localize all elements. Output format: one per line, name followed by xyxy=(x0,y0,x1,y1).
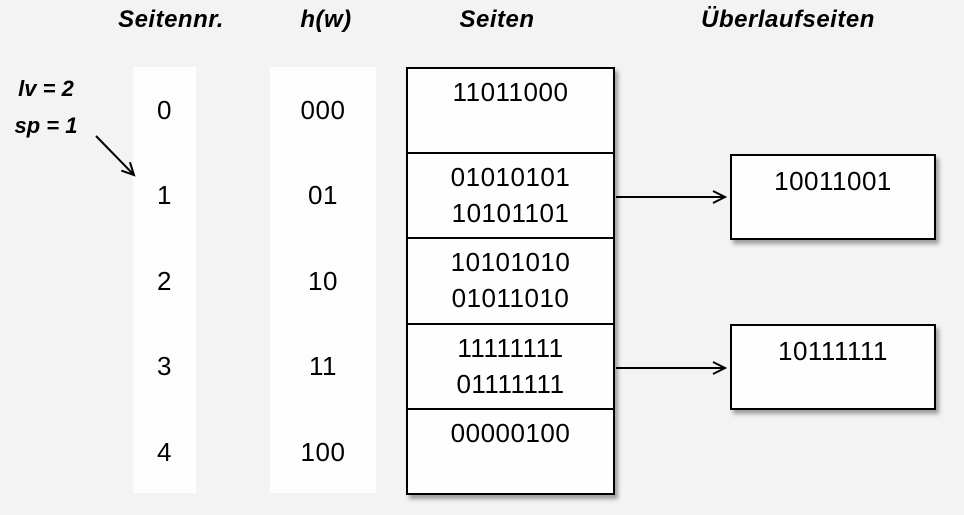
header-ueberlaufseiten: Überlaufseiten xyxy=(701,6,875,33)
page-entry: 01011010 xyxy=(451,283,570,314)
page-cell-3: 11111111 01111111 xyxy=(408,325,613,410)
pages-stack: 11011000 01010101 10101101 10101010 0101… xyxy=(406,67,615,495)
hash-value: 10 xyxy=(308,265,338,296)
page-cell-4: 00000100 xyxy=(408,410,613,493)
overflow-entry: 10011001 xyxy=(774,166,892,196)
page-entry: 10101010 xyxy=(450,247,571,278)
page-entry: 11011000 xyxy=(452,77,569,107)
pagenumber-column-band xyxy=(133,67,196,493)
state-annotation: lv = 2 sp = 1 xyxy=(2,70,90,144)
page-entry: 01111111 xyxy=(456,368,565,399)
page-entry: 01010101 xyxy=(450,162,571,193)
page-number: 1 xyxy=(157,179,172,210)
hash-value: 01 xyxy=(308,179,338,210)
overflow-page-box-1: 10011001 xyxy=(730,154,936,240)
page-number: 0 xyxy=(157,94,172,125)
header-seiten: Seiten xyxy=(459,6,535,33)
page-cell-1: 01010101 10101101 xyxy=(408,154,613,240)
header-seitennr: Seitennr. xyxy=(118,6,224,33)
level-value: lv = 2 xyxy=(18,76,74,101)
page-entry: 00000100 xyxy=(450,417,571,448)
overflow-page-box-2: 10111111 xyxy=(730,324,936,410)
hash-value: 100 xyxy=(300,436,346,467)
header-hash-function: h(w) xyxy=(300,6,352,33)
hash-value: 000 xyxy=(300,94,346,125)
page-entry: 10101101 xyxy=(451,198,570,229)
page-number: 4 xyxy=(157,436,172,467)
page-number: 3 xyxy=(157,350,172,381)
page-entry: 11111111 xyxy=(457,332,564,363)
hash-column-band xyxy=(270,67,376,493)
page-cell-2: 10101010 01011010 xyxy=(408,239,613,325)
page-cell-0: 11011000 xyxy=(408,69,613,155)
page-number: 2 xyxy=(157,265,172,296)
split-pointer-arrow-icon xyxy=(95,135,136,177)
hash-value: 11 xyxy=(309,350,337,381)
split-pointer-value: sp = 1 xyxy=(14,113,78,138)
overflow-entry: 10111111 xyxy=(777,336,889,366)
